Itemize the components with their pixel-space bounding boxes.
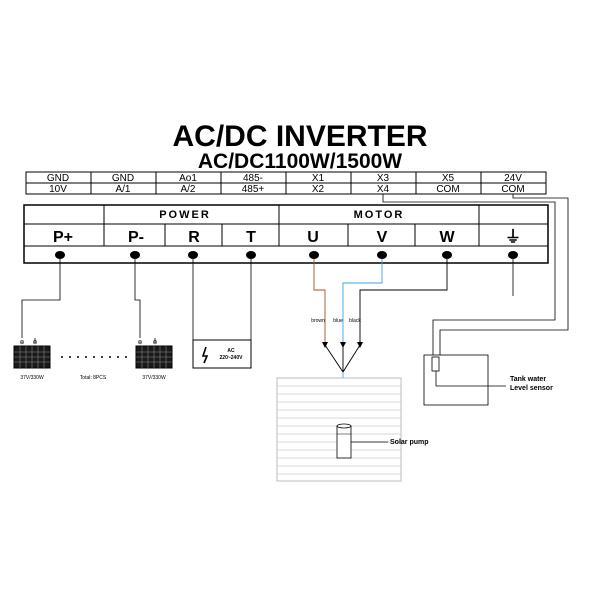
terminal-label-v: V [377,229,388,246]
ac-voltage: 220~240V [220,355,244,361]
terminal-table: GND GND Ao1 485- X1 X3 X5 24V 10V A/1 A/… [25,171,547,195]
panel-rating: 37V/330W [20,375,44,381]
plus-icon: ⊕ [19,340,24,346]
sensor-label-line2: Level sensor [510,385,553,392]
terminal-label-p-plus: P+ [53,229,73,246]
terminal-label-r: R [188,229,200,246]
solar-wiring [21,259,156,343]
wire-arrow [322,342,328,348]
terminal-label-w: W [439,229,455,246]
terminal-dot [130,251,140,259]
wire-label-brown: brown [311,318,325,324]
table-bottom-cell: 485+ [242,184,265,195]
terminal-dot [508,251,518,259]
terminal-block: POWER MOTOR P+ P- R T U V W ⏚ [23,204,549,264]
terminal-dot [55,251,65,259]
motor-section-label: MOTOR [354,209,405,221]
table-top-cell: X1 [312,173,325,184]
wire-arrow [357,342,363,348]
sensor-probe-icon [431,356,440,372]
wire-arrow [340,342,346,348]
solar-panel-left: ⊕ ⊖ 37V/330W [13,340,51,381]
level-sensor-box [423,354,506,406]
table-top-cell: GND [112,173,134,184]
panel-rating: 37V/330W [142,375,166,381]
solar-pump-icon [336,423,352,459]
table-top-cell: GND [47,173,69,184]
terminal-label-u: U [307,229,319,246]
minus-icon: ⊖ [152,340,157,346]
wire-label-blue: blue [333,318,343,324]
panel-ellipsis [61,356,127,358]
terminal-dot [442,251,452,259]
minus-icon: ⊖ [32,340,37,346]
ac-source: AC 220~240V [192,259,252,369]
table-top-cell: X3 [377,173,390,184]
sensor-wiring [382,194,569,357]
power-section-label: POWER [159,209,211,221]
table-top-cell: X5 [442,173,455,184]
plus-icon: ⊕ [137,340,142,346]
solar-panel-right: ⊕ ⊖ 37V/330W [135,340,173,381]
table-bottom-cell: X2 [312,184,325,195]
terminal-label-t: T [246,229,256,246]
plug-icon [201,346,209,364]
terminal-label-p-minus: P- [128,229,144,246]
terminal-dot [188,251,198,259]
table-bottom-cell: X4 [377,184,390,195]
diagram-subtitle: AC/DC1100W/1500W [198,150,402,173]
ground-icon: ⏚ [505,228,521,246]
table-top-cell: 24V [504,173,522,184]
table-bottom-cell: A/1 [115,184,130,195]
terminal-dot [246,251,256,259]
table-bottom-cell: 10V [49,184,67,195]
panel-total-label: Total: 8PCS [80,375,107,381]
ac-label: AC [227,348,235,354]
sensor-label-line1: Tank water [510,376,546,383]
table-bottom-cell: COM [436,184,459,195]
motor-wiring [313,259,448,426]
terminal-dot [309,251,319,259]
pump-label: Solar pump [390,439,429,446]
wire-label-black: black [349,318,361,324]
diagram-title: AC/DC INVERTER [172,120,427,153]
terminal-dot [377,251,387,259]
table-top-cell: Ao1 [179,173,197,184]
table-bottom-cell: COM [501,184,524,195]
table-bottom-cell: A/2 [180,184,195,195]
table-top-cell: 485- [243,173,263,184]
